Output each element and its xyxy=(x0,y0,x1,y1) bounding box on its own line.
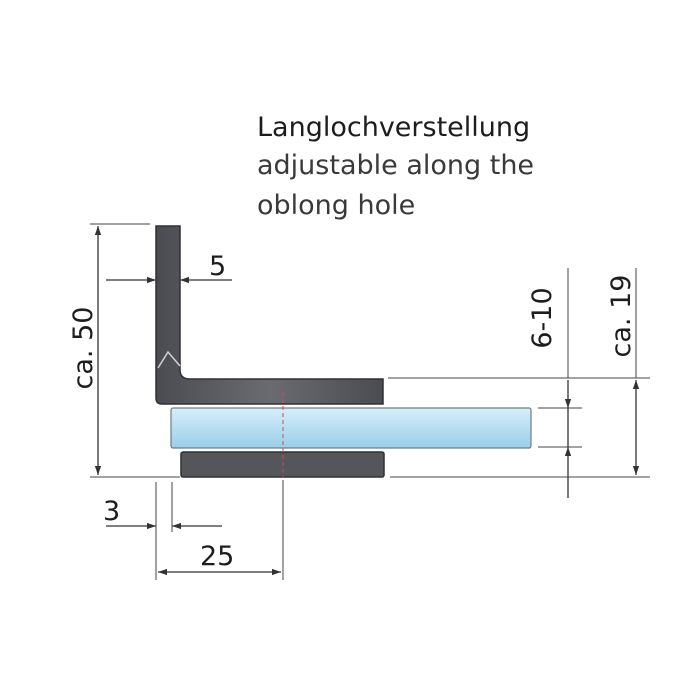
label-clamp-gap: 6-10 xyxy=(527,287,558,348)
caption-subtitle-line2: oblong hole xyxy=(257,190,416,221)
label-height-total: ca. 50 xyxy=(68,307,99,390)
caption-title: Langlochverstellung xyxy=(257,112,531,143)
label-offset-left: 3 xyxy=(103,496,120,527)
label-width-bottom: 25 xyxy=(200,541,234,572)
glass-pane xyxy=(170,407,532,449)
label-leg-thickness: 5 xyxy=(209,251,226,282)
caption-subtitle-line1: adjustable along the xyxy=(257,150,535,181)
label-height-right: ca. 19 xyxy=(606,275,637,358)
bracket-weld-seam xyxy=(157,350,181,369)
extension-lines xyxy=(90,223,650,580)
bracket-l-profile xyxy=(155,225,384,405)
